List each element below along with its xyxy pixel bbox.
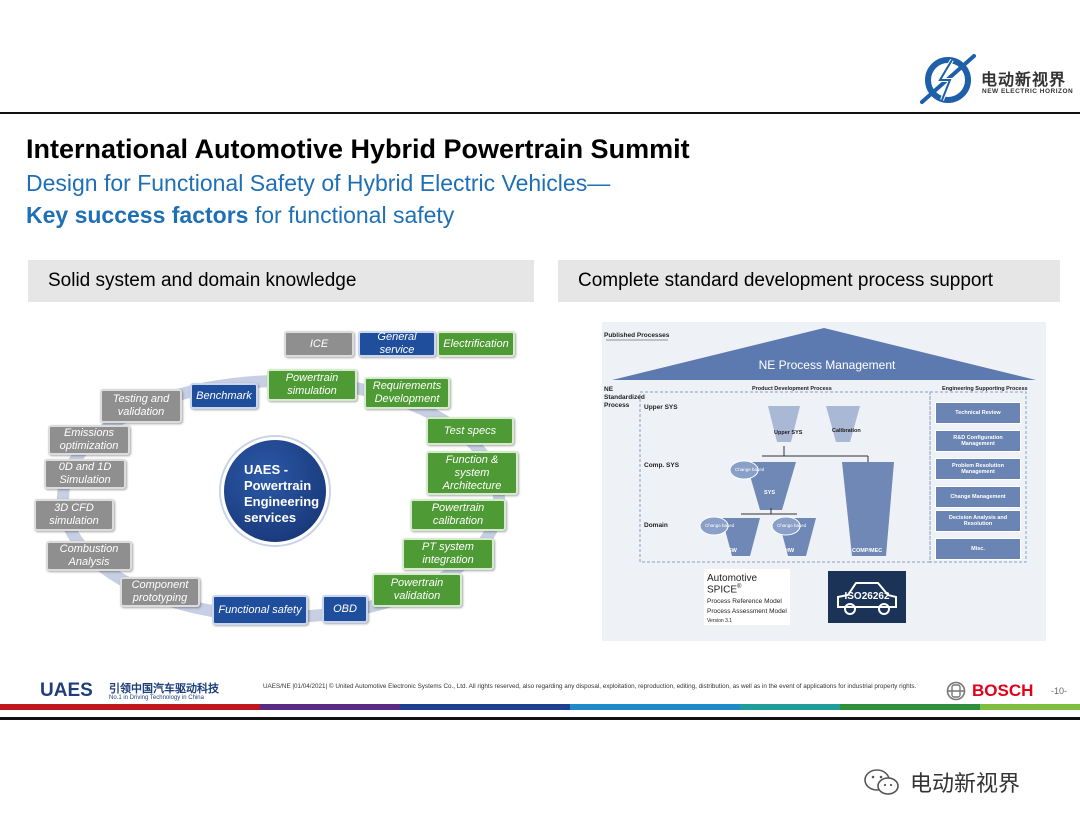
level-comp-sys: Comp. SYS <box>644 462 680 469</box>
spice-version: Version 3.1 <box>707 618 733 625</box>
legal-notice: UAES/NE |01/04/2021| © United Automotive… <box>263 683 917 690</box>
spice-line-1: Process Reference Model <box>707 598 782 606</box>
uaes-hub: UAES - Powertrain Engineering services <box>221 437 329 545</box>
wechat-account-name: 电动新视界 <box>910 772 1021 797</box>
box-benchmark: Benchmark <box>190 383 258 409</box>
lightning-globe-icon <box>920 54 976 104</box>
box-general-service: General service <box>358 331 436 357</box>
box-powertrain-calibration: Powertrain calibration <box>410 499 506 531</box>
bosch-wordmark: BOSCH <box>972 681 1034 700</box>
box-pt-system-integration: PT system integration <box>402 538 494 570</box>
slide-subtitle: Design for Functional Safety of Hybrid E… <box>26 170 611 196</box>
v-hw: HW <box>785 548 795 554</box>
left-panel-heading: Solid system and domain knowledge <box>28 260 534 302</box>
automotive-spice-badge: Automotive SPICE® Process Reference Mode… <box>704 569 790 625</box>
box-functional-safety: Functional safety <box>212 595 308 625</box>
slide-footer: UAES 引领中国汽车驱动科技 No.1 in Driving Technolo… <box>0 668 1080 718</box>
v-sys: SYS <box>764 490 776 496</box>
support-configuration-management: R&D Configuration Management <box>935 430 1021 452</box>
logo-english-text: NEW ELECTRIC HORIZON <box>982 88 1074 95</box>
spice-title-text: Automotive SPICE <box>707 573 758 596</box>
v-comp-mec: COMP/MEC <box>852 548 883 554</box>
color-stripe <box>0 704 1080 710</box>
ne-standardized-process: NE Standardized Process <box>604 386 645 409</box>
box-requirements-development: Requirements Development <box>364 377 450 409</box>
box-0d-1d-simulation: 0D and 1D Simulation <box>44 459 126 489</box>
box-obd: OBD <box>322 595 368 623</box>
slide: International Automotive Hybrid Powertra… <box>0 112 1080 720</box>
spice-title: Automotive SPICE® <box>707 573 790 595</box>
uaes-chinese-tagline: 引领中国汽车驱动科技 <box>109 682 219 695</box>
support-technical-review: Technical Review <box>935 402 1021 424</box>
box-electrification: Electrification <box>437 331 515 357</box>
box-3d-cfd-simulation: 3D CFD simulation <box>34 499 114 531</box>
car-outline-icon <box>837 582 897 615</box>
wechat-icon <box>864 769 899 795</box>
support-problem-resolution: Problem Resolution Management <box>935 458 1021 480</box>
iso26262-badge: ISO26262 <box>828 571 906 623</box>
engineering-supporting-process: Engineering Supporting Process <box>942 386 1028 392</box>
iso-label: ISO26262 <box>844 591 890 602</box>
brand-logo: 电动新视界 NEW ELECTRIC HORIZON <box>918 50 1078 108</box>
change-based-tag: Change based <box>777 523 807 528</box>
box-test-specs: Test specs <box>426 417 514 445</box>
right-panel-heading: Complete standard development process su… <box>558 260 1060 302</box>
support-decision-analysis: Decision Analysis and Resolution <box>935 510 1021 532</box>
box-powertrain-validation: Powertrain validation <box>372 573 462 607</box>
box-component-prototyping: Component prototyping <box>120 577 200 607</box>
box-combustion-analysis: Combustion Analysis <box>46 541 132 571</box>
bosch-armature-icon <box>946 681 966 701</box>
slide-title: International Automotive Hybrid Powertra… <box>26 134 690 164</box>
box-emissions-optimization: Emissions optimization <box>48 425 130 455</box>
ne-process-management: NE Process Management <box>758 358 896 372</box>
product-development-process: Product Development Process <box>752 386 832 392</box>
change-based-tag: Change based <box>735 467 765 472</box>
uaes-logo: UAES <box>40 680 93 701</box>
subtitle-bold: Key success factors <box>26 202 249 228</box>
process-graphics <box>606 328 1036 563</box>
v-upper-sys: Upper SYS <box>774 430 803 436</box>
support-change-management: Change Management <box>935 486 1021 508</box>
page-number: -10- <box>1051 686 1068 696</box>
box-testing-validation: Testing and validation <box>100 389 182 423</box>
support-misc: Misc. <box>935 538 1021 560</box>
logo-chinese-text: 电动新视界 <box>981 70 1067 89</box>
box-function-system-architecture: Function & system Architecture <box>426 451 518 495</box>
box-powertrain-simulation: Powertrain simulation <box>267 369 357 401</box>
slide-subtitle-key-factors: Key success factors for functional safet… <box>26 202 454 229</box>
subtitle-rest: for functional safety <box>248 202 455 228</box>
bosch-logo: BOSCH <box>946 681 1033 701</box>
engineering-services-ring: UAES - Powertrain Engineering services I… <box>28 329 534 629</box>
spice-line-2: Process Assessment Model <box>707 608 787 616</box>
published-processes-label: Published Processes <box>604 332 670 339</box>
spice-registered-mark: ® <box>737 584 742 590</box>
wechat-watermark: 电动新视界 <box>862 766 1020 798</box>
change-based-tag: Change based <box>705 523 735 528</box>
v-sw: SW <box>728 548 737 554</box>
v-calibration: Calibration <box>832 428 861 434</box>
level-upper-sys: Upper SYS <box>644 404 678 411</box>
box-ice: ICE <box>284 331 354 357</box>
uaes-english-tagline: No.1 in Driving Technology in China <box>109 695 204 701</box>
level-domain: Domain <box>644 522 668 529</box>
process-diagram: Published Processes NE Process Managemen… <box>602 322 1046 641</box>
